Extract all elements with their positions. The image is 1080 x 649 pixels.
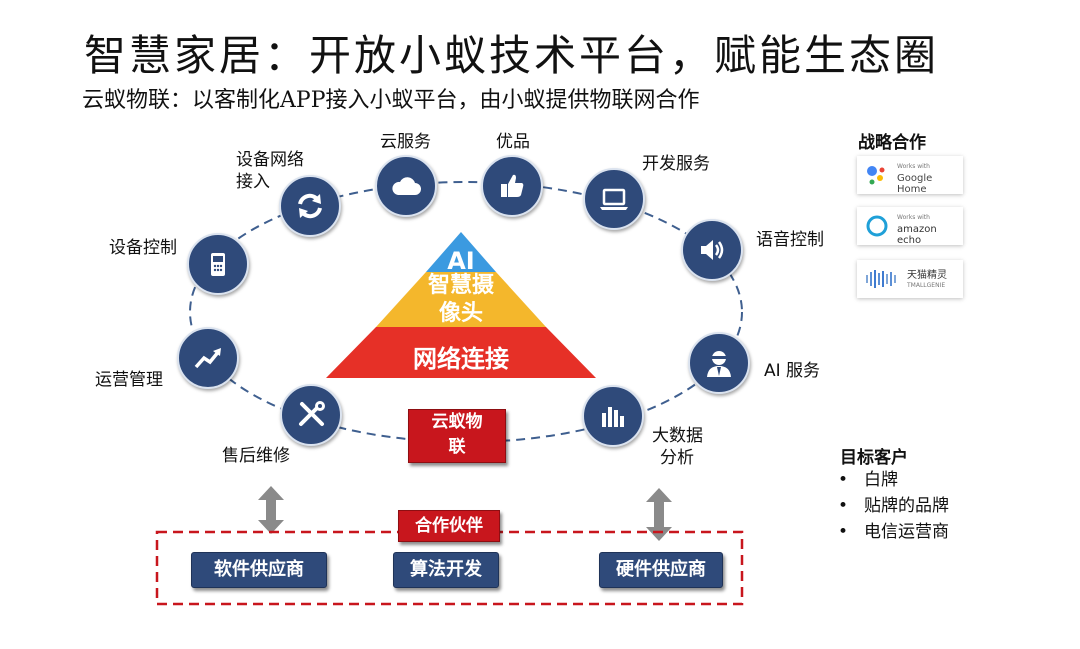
phone-icon: [211, 253, 225, 276]
refresh-icon: [298, 193, 322, 219]
operations-node: [177, 327, 239, 389]
pyramid-bottom-tier: [326, 327, 596, 378]
dev-service-label: 开发服务: [642, 154, 710, 174]
google-small-text: Works with: [897, 163, 930, 170]
pyramid-bottom-label: 网络连接: [413, 345, 509, 373]
voice-control-node: [681, 219, 743, 281]
quality-label: 优品: [496, 132, 530, 152]
tmall-genie-icon: [866, 270, 896, 288]
pyramid-top-label: AI: [447, 247, 475, 275]
google-home-name: Google Home: [897, 173, 933, 195]
pyramid-middle-label: 智慧摄 像头: [396, 272, 526, 328]
big-data-node: [582, 385, 644, 447]
cloud-icon: [392, 177, 421, 195]
device-control-node: [187, 233, 249, 295]
big-data-label-line1: 大数据: [652, 426, 703, 446]
center-box-line1: 云蚁物: [431, 412, 483, 432]
operations-label: 运营管理: [95, 370, 163, 390]
partners-label-box: 合作伙伴: [398, 510, 500, 542]
pyramid-middle-line2: 像头: [438, 301, 483, 326]
center-box-line2: 联: [448, 437, 466, 457]
ai-service-label: AI 服务: [764, 361, 821, 381]
amazon-echo-card: Works with amazon echo: [857, 207, 963, 246]
amazon-echo-name: amazon echo: [897, 224, 937, 246]
big-data-label: 大数据 分析: [652, 425, 703, 469]
right-double-arrow: [646, 488, 672, 541]
device-control-label: 设备控制: [109, 238, 177, 258]
speaker-icon: [701, 240, 724, 260]
ring-ellipse: [189, 181, 743, 443]
tmall-genie-card: 天猫精灵 TMALLGENIE: [857, 260, 963, 298]
device-access-label-line1: 设备网络: [236, 150, 304, 170]
amazon-small-text: Works with: [897, 214, 930, 221]
ai-service-node: [688, 332, 750, 394]
tmall-genie-sub: TMALLGENIE: [907, 282, 946, 289]
laptop-icon: [600, 188, 628, 210]
page-subtitle: 云蚁物联：以客制化APP接入小蚁平台，由小蚁提供物联网合作: [82, 88, 700, 113]
tools-icon: [299, 401, 325, 426]
pyramid-middle-tier: [376, 272, 546, 327]
pyramid-middle-line1: 智慧摄: [427, 273, 494, 298]
dev-service-node: [583, 168, 645, 230]
hardware-supplier-box: 硬件供应商: [599, 552, 723, 588]
google-home-card: Works with Google Home: [857, 156, 963, 195]
customers-heading: 目标客户: [840, 448, 908, 468]
after-sales-label: 售后维修: [222, 446, 290, 466]
quality-node: [481, 155, 543, 217]
customers-list: 白牌 贴牌的品牌 电信运营商: [838, 467, 949, 545]
google-assistant-icon: [867, 166, 885, 185]
tmall-genie-name: 天猫精灵: [907, 270, 947, 281]
customer-item: 白牌: [838, 467, 949, 493]
bar-chart-icon: [602, 407, 624, 427]
device-access-label-line2: 接入: [236, 172, 270, 192]
customer-item: 电信运营商: [838, 519, 949, 545]
software-supplier-box: 软件供应商: [191, 552, 327, 588]
device-access-label: 设备网络 接入: [236, 149, 304, 193]
pyramid-top-tier: [426, 232, 496, 272]
cloud-service-node: [375, 155, 437, 217]
trend-icon: [194, 348, 221, 369]
agent-icon: [707, 351, 731, 377]
customer-item: 贴牌的品牌: [838, 493, 949, 519]
device-access-node: [279, 175, 341, 237]
strategic-heading: 战略合作: [858, 133, 926, 153]
alexa-icon: [866, 215, 888, 237]
after-sales-node: [280, 384, 342, 446]
algorithm-dev-box: 算法开发: [393, 552, 499, 588]
center-yunyi-box: 云蚁物 联: [408, 409, 506, 463]
page-title: 智慧家居：开放小蚁技术平台，赋能生态圈: [84, 31, 940, 80]
voice-control-label: 语音控制: [756, 230, 824, 250]
thumbs-up-icon: [501, 174, 524, 197]
left-double-arrow: [258, 486, 284, 534]
big-data-label-line2: 分析: [660, 448, 694, 468]
cloud-service-label: 云服务: [380, 132, 431, 152]
